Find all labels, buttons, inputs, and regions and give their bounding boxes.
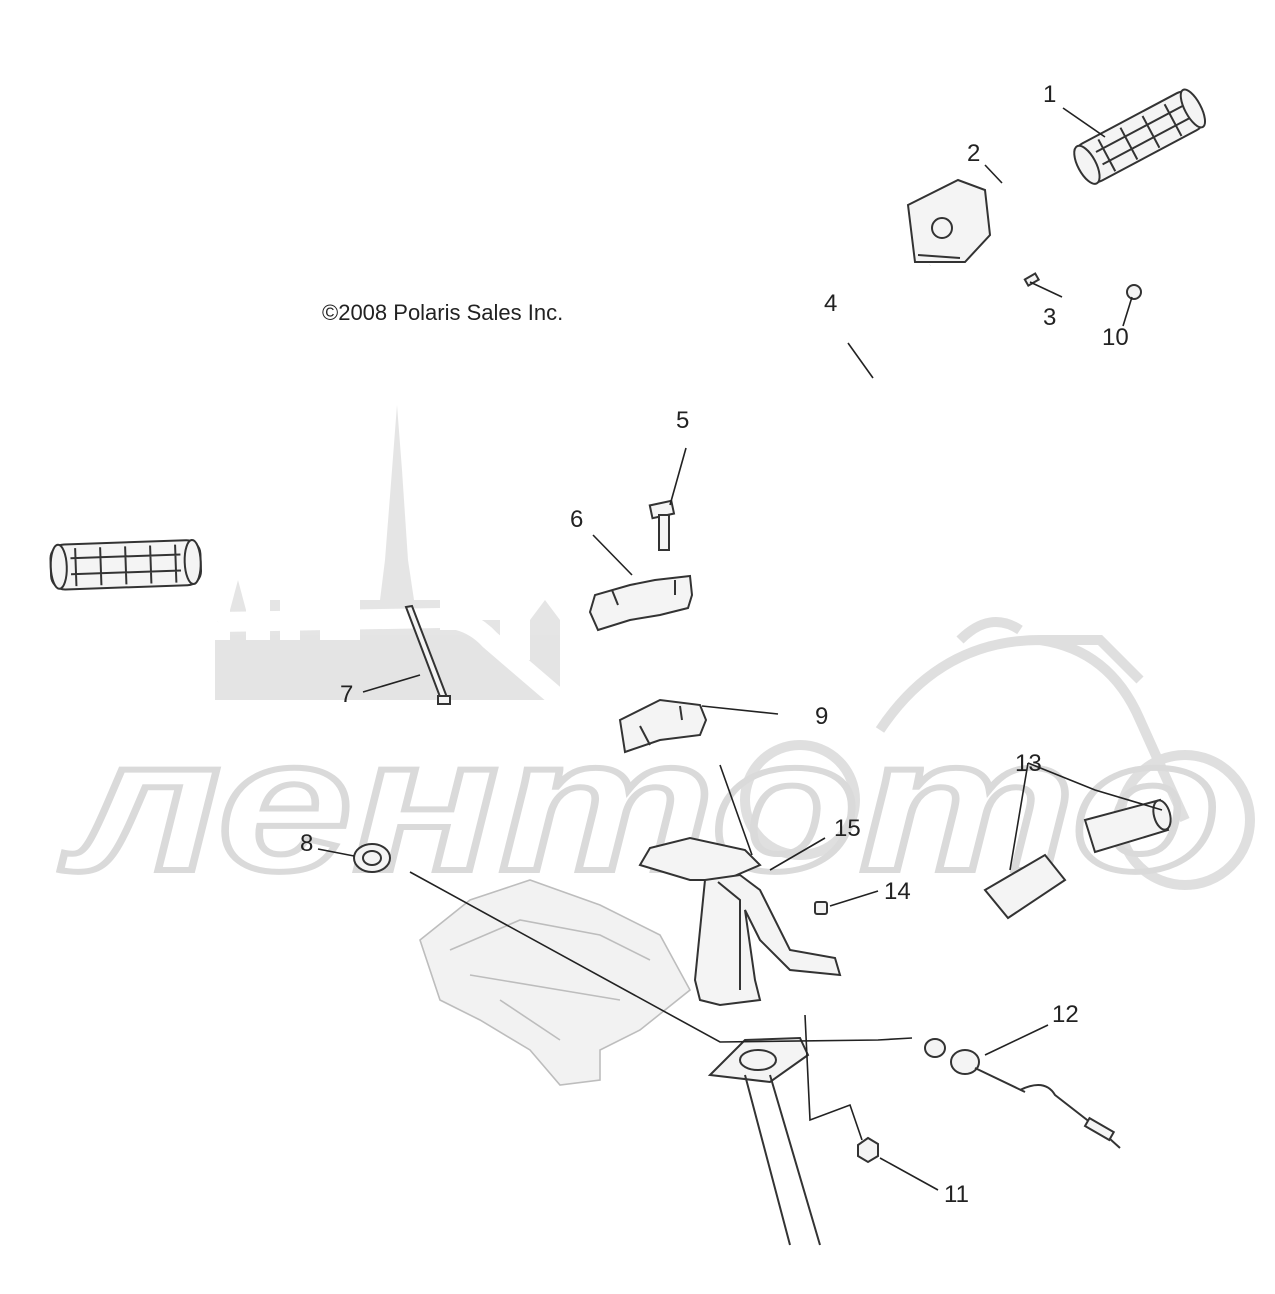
callout-10: 10 [1102,324,1129,351]
callout-labels: 1 2 3 4 5 6 7 8 9 10 11 12 13 14 15 [300,81,1129,1208]
callout-9: 9 [815,703,828,730]
small-screw-part [814,901,828,915]
bracket-part [638,836,842,1007]
copyright-text: ©2008 Polaris Sales Inc. [322,300,563,325]
cap-part [1126,284,1142,300]
cable-part [924,1038,1121,1149]
nut-part [857,1136,879,1164]
leader-lines [317,107,1163,1191]
right-grip-part [1073,88,1207,185]
callout-13: 13 [1015,750,1042,777]
callout-11: 11 [944,1181,969,1208]
lower-clamp-part [618,698,708,754]
callout-7: 7 [340,681,353,708]
callout-14: 14 [884,878,911,905]
callout-15: 15 [834,815,861,842]
left-grip-part [49,539,202,591]
callout-1: 1 [1043,81,1056,108]
throttle-housing-part [906,178,992,263]
callout-4: 4 [824,290,837,317]
callout-8: 8 [300,830,313,857]
switch-part [983,798,1172,920]
callout-2: 2 [967,140,980,167]
grommet-part [353,843,391,873]
callout-6: 6 [570,506,583,533]
callout-3: 3 [1043,304,1056,331]
strap-part [404,604,451,705]
handlebar-part [217,259,939,725]
steering-post-part [707,1036,821,1246]
bolt-part [648,499,676,551]
headlight-pod-ghost [419,879,692,1086]
watermark-logo: лентото [57,405,1255,914]
upper-clamp-part [588,574,694,632]
callout-5: 5 [676,407,689,434]
callout-12: 12 [1052,1001,1079,1028]
screw-part [1023,272,1041,287]
